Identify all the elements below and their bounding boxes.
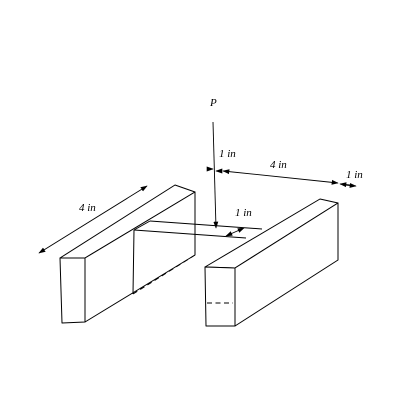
beam-depth-dimension: 1 in: [206, 148, 236, 174]
span-dimension-line: [222, 169, 339, 185]
beam-top-front-edge: [133, 229, 247, 239]
beam-width-label: 1 in: [235, 207, 252, 219]
beam-width-dimension: 1 in: [225, 207, 252, 237]
support-width-dimension: 1 in: [339, 169, 363, 188]
span-dimension: 4 in: [222, 159, 339, 185]
right-support: [204, 198, 339, 327]
load-arrow: P: [209, 97, 219, 229]
beam-top-back-edge: [149, 220, 263, 230]
load-label: P: [209, 97, 217, 109]
support-length-label: 4 in: [79, 202, 96, 214]
beam-depth-label: 1 in: [219, 148, 236, 160]
beam-width-dimension-line: [225, 227, 245, 237]
support-width-label: 1 in: [346, 169, 363, 181]
left-support-end-face: [59, 257, 86, 324]
support-length-dimension-line: [38, 185, 148, 254]
beam-hidden-left-bottom: [132, 254, 196, 295]
support-width-tick-left: [339, 182, 351, 188]
span-label: 4 in: [270, 159, 287, 171]
right-support-end-face: [204, 266, 236, 327]
support-width-tick-right: [344, 182, 357, 188]
support-length-dimension: 4 in: [38, 185, 148, 254]
load-arrow-shaft: [212, 121, 219, 229]
